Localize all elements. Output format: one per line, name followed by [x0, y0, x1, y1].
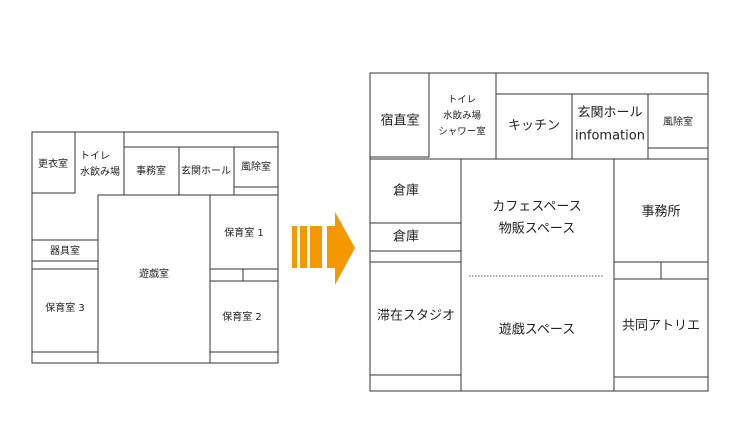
label-play-space: 遊戯スペース	[499, 323, 575, 338]
before-nursery-3	[31, 268, 99, 353]
label-cafe-space: カフェスペース	[492, 200, 581, 215]
label-residency-studio: 滞在スタジオ	[377, 309, 455, 324]
after-right-strip-a	[613, 261, 662, 280]
after-kitchen	[495, 93, 573, 160]
label-entrance-hall: 玄関ホール	[577, 106, 642, 121]
label-drinking-fountain: 水飲み場	[80, 165, 120, 178]
label-shared-atelier: 共同アトリエ	[622, 319, 700, 334]
after-shared-atelier	[613, 278, 709, 378]
before-playroom	[97, 194, 211, 364]
after-right-strip-b	[660, 261, 709, 280]
label-shop-space: 物販スペース	[499, 222, 575, 237]
label-office: 事務所	[641, 205, 680, 220]
before-right-strip-a	[209, 268, 244, 282]
before-windbreak-strip	[233, 186, 279, 196]
before-nursery-1	[209, 194, 279, 270]
label-information: infomation	[575, 129, 645, 144]
transition-arrow-icon	[292, 212, 355, 285]
label-drinking-fountain: 水飲み場	[443, 110, 482, 122]
label-nursery-1: 保育室 1	[224, 226, 264, 239]
label-windbreak-room: 風除室	[663, 115, 693, 128]
after-office	[613, 158, 709, 263]
label-equipment-room: 器具室	[50, 244, 80, 257]
label-toilet: トイレ	[80, 151, 110, 162]
before-top-strip	[123, 131, 279, 148]
label-nursery-3: 保育室 3	[45, 301, 85, 314]
before-left-strip	[31, 260, 99, 270]
label-entrance-hall: 玄関ホール	[181, 164, 231, 177]
after-entrance-hall	[571, 93, 649, 160]
after-windbreak-room	[647, 93, 709, 149]
before-right-strip-b	[242, 268, 279, 282]
after-floor-plan: 宿直室 トイレ 水飲み場 シャワー室 キッチン 玄関ホール infomation…	[369, 72, 709, 392]
label-windbreak-room: 風除室	[241, 160, 271, 173]
after-right-bottom-strip	[613, 376, 709, 392]
after-storage-1	[369, 158, 462, 224]
after-left-strip	[369, 250, 462, 263]
label-playroom: 遊戯室	[139, 267, 169, 280]
after-windbreak-strip	[647, 147, 709, 160]
before-office	[123, 146, 180, 196]
after-residency-studio	[369, 261, 462, 376]
before-right-bottom-strip	[209, 351, 279, 364]
label-toilet: トイレ	[448, 95, 477, 106]
label-changing-room: 更衣室	[38, 157, 68, 170]
label-office: 事務室	[136, 164, 166, 177]
before-changing-room	[31, 131, 76, 194]
after-storage-2	[369, 222, 462, 252]
after-top-strip	[495, 72, 709, 95]
before-left-bottom-strip	[31, 351, 99, 364]
label-shower-room: シャワー室	[438, 126, 486, 138]
after-night-duty-room	[369, 72, 430, 158]
after-left-bottom-strip	[369, 374, 462, 392]
before-floor-plan: 更衣室 トイレ 水飲み場 事務室 玄関ホール 風除室 器具室 遊戯室 保育室 1…	[31, 131, 279, 364]
label-night-duty-room: 宿直室	[380, 113, 419, 129]
label-storage-2: 倉庫	[393, 230, 419, 245]
label-storage-1: 倉庫	[393, 184, 419, 199]
after-cafe-play-space	[460, 158, 615, 392]
label-nursery-2: 保育室 2	[222, 310, 262, 323]
label-kitchen: キッチン	[508, 119, 560, 134]
before-nursery-2	[209, 280, 279, 353]
